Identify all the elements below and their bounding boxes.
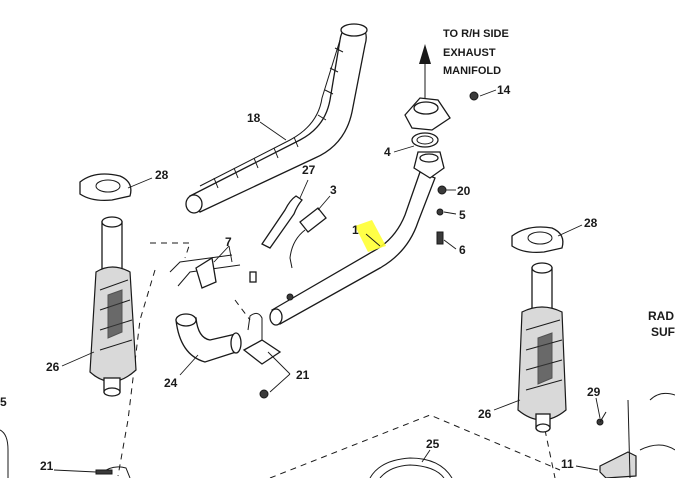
callout-5-left: 5 (0, 395, 7, 409)
cut-text-line-2: SUF (651, 325, 675, 339)
part-11-bracket (599, 392, 675, 478)
note-line-1: TO R/H SIDE (443, 28, 509, 40)
part-21-bottom-clamp (95, 466, 131, 478)
callout-4: 4 (384, 145, 391, 159)
part-3-oxygen-sensor (289, 207, 327, 269)
part-6-bolt (436, 231, 444, 245)
cut-off-label: RAD SUF (648, 309, 675, 339)
callout-21: 21 (296, 368, 310, 382)
callout-25: 25 (426, 437, 440, 451)
part-5-washer (436, 208, 444, 216)
callout-20: 20 (457, 184, 471, 198)
callout-29: 29 (587, 385, 601, 399)
callout-28-right: 28 (584, 216, 598, 230)
part-18-pipe (185, 23, 368, 214)
callout-6: 6 (459, 243, 466, 257)
highlight-part-1 (355, 220, 386, 252)
part-4-gasket (411, 132, 439, 148)
callout-28-left: 28 (155, 168, 169, 182)
part-21-clamp (242, 312, 282, 399)
callout-24: 24 (164, 376, 178, 390)
part-26-converter-left (89, 216, 137, 397)
manifold-note: TO R/H SIDE EXHAUST MANIFOLD (443, 28, 509, 77)
note-line-2: EXHAUST (443, 47, 496, 59)
manifold-flange (404, 97, 451, 131)
part-20-nut (437, 185, 447, 195)
callout-26-right: 26 (478, 407, 492, 421)
callout-5: 5 (459, 208, 466, 222)
part-14-nut (469, 91, 479, 101)
callout-26-left: 26 (46, 360, 60, 374)
part-25-loop (369, 457, 453, 478)
callout-3: 3 (330, 183, 337, 197)
note-line-3: MANIFOLD (443, 65, 501, 77)
callout-7: 7 (225, 235, 232, 249)
highlight-marker (355, 220, 386, 252)
callout-27: 27 (302, 163, 316, 177)
part-28-shield-right (511, 226, 564, 254)
callout-1: 1 (352, 223, 359, 237)
leader-lines (53, 89, 601, 473)
part-26-converter-right (517, 262, 567, 433)
arrow-to-manifold (419, 44, 431, 98)
part-1-crossover-pipe (269, 151, 445, 326)
cut-text-line-1: RAD (648, 309, 674, 323)
part-28-shield-left (79, 173, 132, 202)
left-edge-part (0, 429, 9, 478)
part-29-bolt (596, 411, 607, 426)
part-27-hose (261, 195, 303, 249)
callout-11: 11 (561, 457, 574, 471)
callout-18: 18 (247, 111, 261, 125)
part-7-clamp (169, 254, 257, 289)
callout-14: 14 (497, 83, 511, 97)
callout-labels: 1 3 4 5 5 6 7 11 14 18 20 21 21 24 25 26… (0, 83, 601, 473)
part-24-elbow (175, 313, 242, 363)
callout-21-left: 21 (40, 459, 54, 473)
